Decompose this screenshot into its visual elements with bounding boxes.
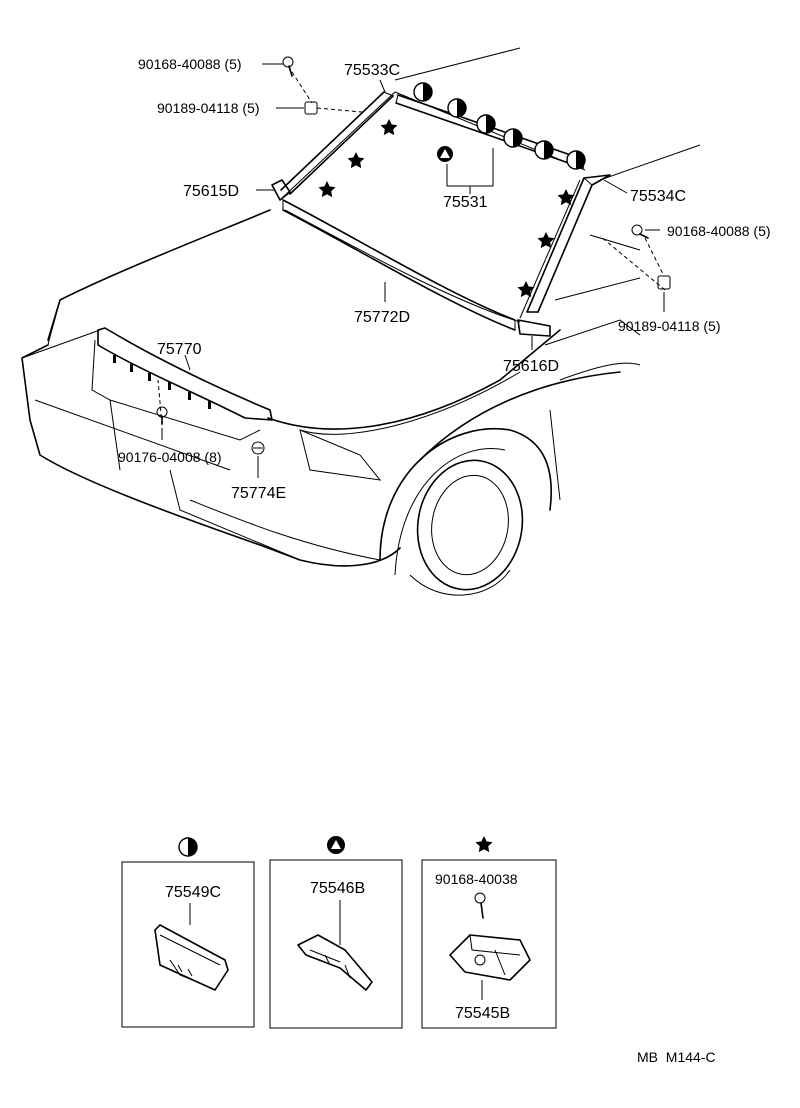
label-75545B: 75545B: [455, 1005, 510, 1022]
label-90189-04118-left: 90189-04118 (5): [157, 100, 259, 116]
label-75616D: 75616D: [503, 358, 559, 375]
label-90168-40088-left: 90168-40088 (5): [138, 56, 242, 72]
moulding-75533C: [280, 91, 394, 195]
label-75774E: 75774E: [231, 485, 286, 502]
label-75770: 75770: [157, 341, 202, 358]
label-leaders: [161, 63, 665, 478]
end-cap-75616D: [517, 319, 551, 337]
label-75549C: 75549C: [165, 884, 221, 901]
label-75546B: 75546B: [310, 880, 365, 897]
windshield: [279, 91, 586, 323]
label-90189-04118-right: 90189-04118 (5): [618, 318, 720, 334]
clip-markers-star: [318, 119, 575, 298]
label-75531: 75531: [443, 194, 488, 211]
drawing-code: MB M144-C: [637, 1049, 716, 1065]
label-90168-40088-right: 90168-40088 (5): [667, 223, 771, 239]
label-75615D: 75615D: [183, 183, 239, 200]
cowl-75770: [97, 327, 273, 421]
label-75533C: 75533C: [344, 62, 400, 79]
end-cap-75615D: [271, 179, 291, 201]
moulding-75534C: [526, 174, 611, 313]
detail-box-star: 90168-40038 75545B: [421, 836, 557, 1029]
label-90168-40038: 90168-40038: [435, 871, 518, 887]
detail-box-triangle: 75546B: [269, 836, 403, 1029]
half-circle-icon: [178, 837, 198, 857]
triangle-circle-icon: [327, 836, 345, 854]
label-75772D: 75772D: [354, 309, 410, 326]
detail-box-half-circle: 75549C: [121, 837, 255, 1028]
label-90176-04008: 90176-04008 (8): [118, 449, 222, 465]
clip-markers-half-circle: [413, 82, 586, 170]
clip-marker-triangle: [437, 146, 453, 162]
moulding-75772D: [282, 199, 516, 331]
car-body-outline: [21, 47, 701, 596]
star-icon: [475, 836, 493, 853]
label-75534C: 75534C: [630, 188, 686, 205]
dashed-leaders: [157, 71, 666, 426]
